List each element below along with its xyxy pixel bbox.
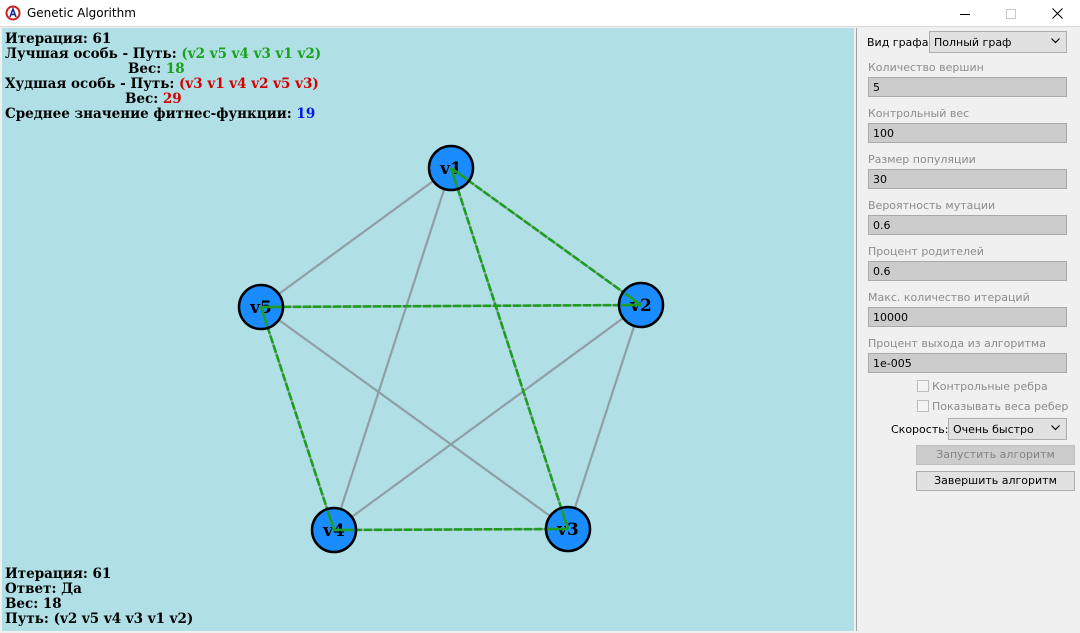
graph-edge-v1-v4 bbox=[332, 167, 453, 531]
graph-drawing: v1v2v3v4v5 bbox=[237, 144, 665, 554]
graph-edge-v1-v5 bbox=[260, 167, 452, 308]
settings-panel: Вид графа: Полный граф Количество вершин… bbox=[856, 28, 1078, 631]
population-size-field[interactable]: 30 bbox=[868, 169, 1067, 189]
close-icon bbox=[1051, 8, 1063, 19]
window-title: Genetic Algorithm bbox=[27, 6, 136, 20]
parents-percent-field[interactable]: 0.6 bbox=[868, 261, 1067, 281]
worst-path-value: (v3 v1 v4 v2 v5 v3) bbox=[179, 76, 319, 92]
vertices-count-field[interactable]: 5 bbox=[868, 77, 1067, 97]
minimize-button[interactable] bbox=[942, 0, 988, 27]
average-fitness-label: Среднее значение фитнес-функции: bbox=[5, 106, 292, 122]
finish-algorithm-button[interactable]: Завершить алгоритм bbox=[916, 471, 1075, 491]
top-iteration: Итерация: 61 bbox=[5, 31, 112, 47]
show-weights-checkbox[interactable] bbox=[917, 400, 929, 412]
graph-edge-v3-v5 bbox=[260, 306, 569, 530]
graph-edge-v2-v3 bbox=[566, 304, 643, 530]
best-path-value: (v2 v5 v4 v3 v1 v2) bbox=[181, 46, 322, 62]
bottom-weight: Вес: 18 bbox=[5, 596, 62, 612]
start-algorithm-button[interactable]: Запустить алгоритм bbox=[916, 445, 1075, 465]
control-edges-checkbox[interactable] bbox=[917, 380, 929, 392]
graph-type-value: Полный граф bbox=[934, 36, 1012, 49]
speed-value: Очень быстро bbox=[953, 423, 1034, 436]
chevron-down-icon bbox=[1051, 425, 1060, 431]
chevron-down-icon bbox=[1051, 38, 1060, 44]
best-path-stub bbox=[560, 509, 570, 530]
best-path-edge-v1-v2 bbox=[450, 166, 642, 307]
worst-weight-line: Вес: 29 bbox=[125, 92, 182, 107]
exit-percent-label: Процент выхода из алгоритма bbox=[868, 337, 1046, 350]
graph-best-path bbox=[259, 166, 642, 532]
graph-edges bbox=[259, 167, 643, 532]
speed-label: Скорость: bbox=[891, 423, 949, 436]
max-iterations-field[interactable]: 10000 bbox=[868, 307, 1067, 327]
minimize-icon bbox=[960, 13, 970, 15]
best-path-stub bbox=[449, 167, 459, 188]
best-path-stub bbox=[450, 166, 468, 181]
best-path-stub bbox=[624, 292, 642, 307]
graph-nodes: v1v2v3v4v5 bbox=[237, 144, 665, 554]
bottom-iteration: Итерация: 61 bbox=[5, 566, 112, 582]
control-weight-field[interactable]: 100 bbox=[868, 123, 1067, 143]
best-path-stub bbox=[259, 306, 269, 327]
graph-type-label: Вид графа: bbox=[867, 36, 933, 49]
worst-weight-label: Вес: bbox=[125, 91, 159, 107]
graph-canvas: v1v2v3v4v5 Итерация: 61 Лучшая особь - П… bbox=[2, 28, 854, 631]
average-fitness-value: 19 bbox=[296, 106, 316, 122]
best-path-edge-v5-v4 bbox=[259, 306, 336, 531]
control-edges-label: Контрольные ребра bbox=[932, 380, 1048, 393]
best-path-edge-v2-v5 bbox=[260, 303, 642, 309]
exit-percent-field[interactable]: 1e-005 bbox=[868, 353, 1067, 373]
average-fitness-line: Среднее значение фитнес-функции: 19 bbox=[5, 107, 315, 122]
graph-node-label-v4: v4 bbox=[322, 521, 345, 541]
bottom-answer: Ответ: Да bbox=[5, 581, 82, 597]
graph-type-select[interactable]: Полный граф bbox=[929, 31, 1067, 53]
worst-weight-value: 29 bbox=[162, 91, 182, 107]
best-weight-value: 18 bbox=[165, 61, 185, 77]
close-button[interactable] bbox=[1034, 0, 1080, 27]
best-individual-line: Лучшая особь - Путь: (v2 v5 v4 v3 v1 v2) bbox=[5, 47, 321, 62]
best-path-edge-v3-v1 bbox=[449, 167, 570, 530]
mutation-probability-label: Вероятность мутации bbox=[868, 199, 996, 212]
best-path-label: Лучшая особь - Путь: bbox=[5, 46, 177, 62]
show-weights-label: Показывать веса ребер bbox=[932, 400, 1069, 413]
app-icon bbox=[5, 5, 21, 21]
maximize-icon bbox=[1006, 8, 1016, 19]
title-bar: Genetic Algorithm bbox=[0, 0, 1080, 27]
graph-edge-v2-v4 bbox=[333, 304, 642, 531]
best-path-edge-v4-v3 bbox=[333, 527, 569, 532]
maximize-button[interactable] bbox=[988, 0, 1034, 27]
speed-select[interactable]: Очень быстро bbox=[948, 418, 1067, 440]
worst-individual-line: Худшая особь - Путь: (v3 v1 v4 v2 v5 v3) bbox=[5, 77, 319, 92]
worst-path-label: Худшая особь - Путь: bbox=[5, 76, 175, 92]
parents-percent-label: Процент родителей bbox=[868, 245, 984, 258]
max-iterations-label: Макс. количество итераций bbox=[868, 291, 1030, 304]
vertices-count-label: Количество вершин bbox=[868, 61, 984, 74]
control-weight-label: Контрольный вес bbox=[868, 107, 970, 120]
mutation-probability-field[interactable]: 0.6 bbox=[868, 215, 1067, 235]
best-path-stub bbox=[326, 510, 336, 531]
population-size-label: Размер популяции bbox=[868, 153, 976, 166]
best-weight-line: Вес: 18 bbox=[128, 62, 185, 77]
best-weight-label: Вес: bbox=[128, 61, 162, 77]
bottom-path: Путь: (v2 v5 v4 v3 v1 v2) bbox=[5, 611, 194, 627]
